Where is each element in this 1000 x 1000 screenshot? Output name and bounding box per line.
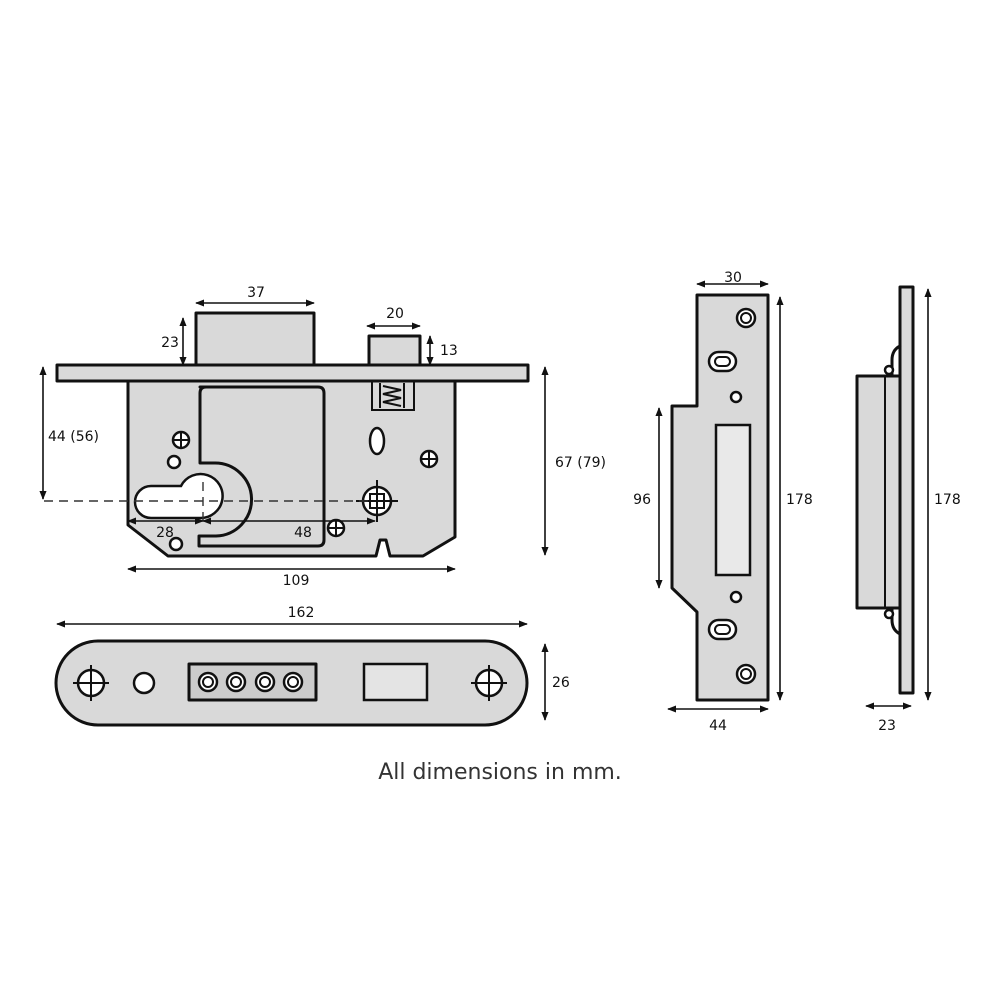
svg-text:109: 109 — [283, 573, 310, 589]
svg-text:26: 26 — [552, 675, 570, 691]
svg-text:178: 178 — [786, 492, 813, 508]
strike-hole-top — [729, 390, 743, 404]
screw-hole-1 — [171, 430, 191, 450]
svg-text:44 (56): 44 (56) — [48, 429, 99, 445]
side-tab-top — [890, 344, 902, 378]
svg-text:37: 37 — [247, 285, 265, 301]
strike-hole-bottom — [729, 590, 743, 604]
svg-text:48: 48 — [294, 525, 312, 541]
svg-text:20: 20 — [386, 306, 404, 322]
deadbolt — [194, 311, 316, 367]
dim-latch-width: 20 — [366, 306, 421, 330]
side-box — [855, 374, 903, 610]
dim-case-width: 109 — [127, 565, 456, 589]
side-pin-bottom — [883, 608, 895, 620]
dim-side-length: 178 — [924, 288, 961, 701]
dim-strike-width: 44 — [667, 705, 769, 734]
slot-hole — [368, 426, 386, 456]
lock-body-view — [44, 311, 530, 558]
rivet-1 — [166, 454, 182, 470]
side-pin-top — [883, 364, 895, 376]
side-tab-bottom — [890, 606, 902, 636]
svg-text:30: 30 — [724, 270, 742, 286]
cylinder-keyhole — [133, 472, 224, 520]
latch-window — [362, 662, 429, 702]
dim-faceplate-width: 26 — [541, 643, 570, 721]
dim-case-depth: 67 (79) — [541, 366, 606, 556]
strike-plate-view — [670, 293, 770, 702]
svg-text:44: 44 — [709, 718, 727, 734]
dim-cyl-offset: 28 — [127, 517, 204, 541]
svg-text:178: 178 — [934, 492, 961, 508]
dim-side-depth: 23 — [865, 702, 912, 734]
bolt-rollers — [197, 671, 304, 693]
faceplate-pin-hole — [132, 671, 156, 695]
side-plate — [898, 285, 915, 695]
dim-strike-length: 178 — [776, 296, 813, 701]
dim-backset: 44 (56) — [39, 366, 99, 500]
strike-slot-top — [707, 350, 738, 373]
dim-faceplate-length: 162 — [56, 605, 528, 628]
dim-bolt-throw: 23 — [161, 317, 187, 366]
screw-hole-2 — [419, 449, 439, 469]
faceplate-screw-left — [73, 665, 109, 701]
faceplate-screw-right — [471, 665, 507, 701]
dim-latch-throw: 13 — [426, 335, 458, 366]
strike-side-view — [855, 285, 915, 695]
latch-spring — [371, 380, 415, 411]
svg-text:67 (79): 67 (79) — [555, 455, 606, 471]
dimensions-note: All dimensions in mm. — [378, 760, 622, 785]
svg-text:23: 23 — [161, 335, 179, 351]
rivet-2 — [168, 536, 184, 552]
internal-bolt-outline — [197, 385, 326, 548]
strike-screw-top — [735, 307, 757, 329]
svg-text:28: 28 — [156, 525, 174, 541]
dim-strike-top-width: 30 — [696, 270, 769, 288]
dim-centres: 48 — [202, 517, 376, 541]
dim-strike-box-height: 96 — [633, 407, 663, 589]
strike-screw-bottom — [735, 663, 757, 685]
svg-text:13: 13 — [440, 343, 458, 359]
svg-text:23: 23 — [878, 718, 896, 734]
faceplate-view — [54, 639, 529, 727]
svg-text:96: 96 — [633, 492, 651, 508]
forend-strip — [55, 363, 530, 383]
latch-bolt — [367, 334, 422, 367]
dim-bolt-width: 37 — [195, 285, 315, 307]
screw-hole-3 — [326, 518, 346, 538]
strike-slot-bottom — [707, 618, 738, 641]
strike-bolt-opening — [714, 423, 752, 577]
svg-text:162: 162 — [288, 605, 315, 621]
